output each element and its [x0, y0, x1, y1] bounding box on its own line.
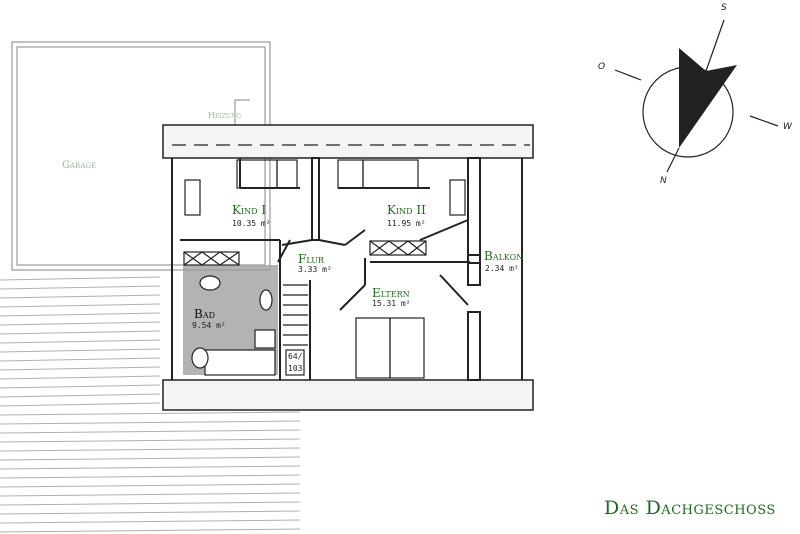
room-kind-1-name: Kind I: [232, 203, 267, 217]
hatch-line: [0, 312, 161, 317]
hatch-line: [0, 321, 161, 326]
hatch-line: [0, 357, 161, 362]
wardrobes: [183, 240, 427, 266]
hatch-line: [0, 447, 301, 452]
hatch-line: [0, 492, 301, 497]
hatch-line: [0, 393, 161, 398]
hatch-line: [0, 402, 161, 407]
room-eltern-area: 15.31 m²: [372, 299, 411, 308]
walls: [171, 157, 523, 381]
hatch-line: [0, 339, 161, 344]
compass-east-label: O: [598, 62, 606, 72]
room-kind-1-area: 10.35 m²: [232, 219, 271, 228]
hatch-line: [0, 510, 301, 515]
room-bad-area: 9.54 m²: [192, 321, 226, 330]
hatch-line: [0, 429, 301, 434]
hatch-line: [0, 375, 161, 380]
hatch-line: [0, 276, 161, 281]
roof-eaves: [162, 124, 534, 411]
room-balkon-area: 2.34 m²: [485, 264, 519, 273]
compass-west-label: W: [783, 122, 792, 132]
heizung-label: Heizung: [208, 111, 241, 120]
garage-label: Garage: [62, 160, 97, 171]
room-bad-name: Bad: [194, 307, 216, 321]
hatch-line: [0, 330, 161, 335]
hatch-line: [0, 420, 301, 425]
compass-south-label: S: [721, 3, 727, 13]
hatch-line: [0, 366, 161, 371]
compass-north-label: N: [660, 176, 667, 186]
hatch-line: [0, 519, 301, 524]
hatch-line: [0, 285, 161, 290]
room-flur-name: Flur: [298, 252, 324, 266]
page-title: Das Dachgeschoss: [604, 497, 776, 519]
hatch-line: [0, 474, 301, 479]
hatch-line: [0, 456, 301, 461]
furniture: [184, 159, 466, 379]
hatch-line: [0, 465, 301, 470]
hatch-line: [0, 528, 301, 533]
stair-dimension-bottom: 103: [288, 364, 303, 373]
hatch-line: [0, 348, 161, 353]
room-eltern-name: Eltern: [372, 286, 410, 300]
room-flur-area: 3.33 m²: [298, 265, 332, 274]
hatch-line: [0, 384, 161, 389]
hatch-line: [0, 303, 161, 308]
room-kind-2-name: Kind II: [387, 203, 426, 217]
bathroom-floor: [183, 265, 278, 375]
hatch-line: [0, 501, 301, 506]
stair-dimension-top: 64/: [288, 352, 303, 361]
room-balkon-name: Balkon: [484, 249, 524, 263]
hatch-line: [0, 438, 301, 443]
terrace-hatching: [0, 276, 301, 533]
compass: [614, 19, 779, 173]
hatch-line: [0, 411, 301, 416]
hatch-line: [0, 483, 301, 488]
hatch-line: [0, 294, 161, 299]
room-kind-2-area: 11.95 m²: [387, 219, 426, 228]
